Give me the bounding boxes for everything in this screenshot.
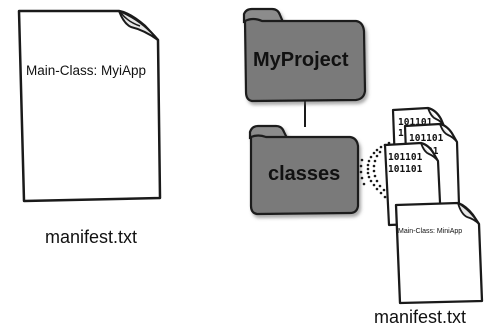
classes-folder-body: [249, 134, 360, 216]
class-file-3-line-1: 101101: [388, 152, 423, 163]
left-document-page: [17, 9, 162, 203]
left-manifest-document: Main-Class: MyiApp: [17, 9, 162, 203]
class-file-1-line: 101101: [398, 117, 433, 128]
myproject-folder: [242, 7, 367, 103]
class-file-3-line-2: 101101: [388, 164, 423, 175]
right-document-page-curl: [457, 202, 480, 225]
class-file-3-curl: [420, 142, 439, 162]
left-document-content: Main-Class: MyiApp: [26, 63, 146, 78]
classes-folder-label: classes: [268, 163, 340, 185]
right-document-caption: manifest.txt: [374, 307, 466, 327]
classes-folder: [248, 124, 360, 216]
left-document-curl-inner: [120, 12, 141, 27]
right-manifest-document: Main-Class: MiniApp: [394, 201, 484, 305]
class-file-2-curl: [439, 123, 458, 143]
class-file-2-line: 101101: [409, 133, 444, 144]
myproject-folder-body: [243, 17, 367, 103]
class-file-1-curl: [427, 107, 445, 127]
left-document-caption: manifest.txt: [45, 227, 137, 247]
right-document-content: Main-Class: MiniApp: [398, 228, 462, 235]
class-file-1-fragment: 1: [398, 128, 404, 139]
myproject-folder-label: MyProject: [253, 49, 349, 71]
